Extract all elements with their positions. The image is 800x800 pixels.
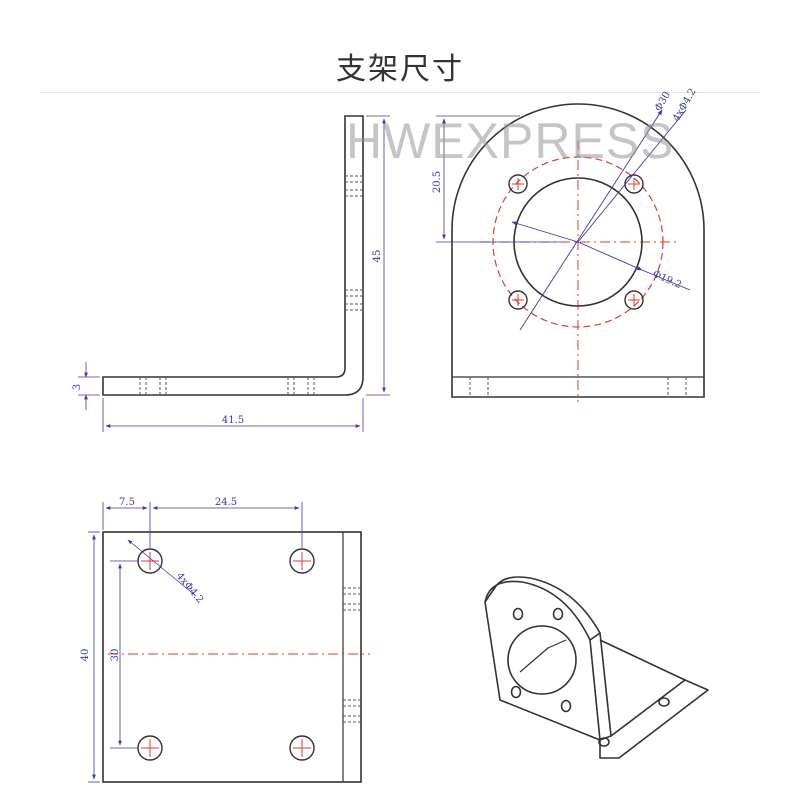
iso-upright-top-edge — [484, 576, 601, 641]
side-view-hidden-lines — [139, 175, 363, 395]
dim-length — [102, 398, 364, 432]
iso-bore-shaft — [519, 639, 567, 673]
top-view-mounting-holes — [137, 548, 315, 761]
front-view-outline — [451, 103, 705, 398]
dim-bore-label: Φ19.2 — [651, 269, 683, 291]
side-view: 3 45 41.5 — [72, 115, 390, 432]
isometric-view — [484, 576, 709, 759]
iso-bore — [507, 625, 577, 695]
title-divider — [40, 92, 760, 93]
iso-upright-back-edge — [599, 632, 612, 737]
dim-hole-spacing-y-label: 30 — [110, 649, 121, 662]
front-view-mounting-holes — [508, 174, 644, 310]
dim-length-label: 41.5 — [222, 415, 244, 426]
iso-base-inner-edge — [599, 639, 686, 681]
iso-base — [599, 679, 709, 759]
dim-bolt-circle-label: Φ30 — [653, 90, 673, 114]
top-view-hidden-lines — [343, 587, 361, 723]
iso-holes — [510, 607, 670, 747]
top-view-dimensions — [88, 502, 303, 783]
top-view: 7.5 24.5 30 40 4xΦ4.2 — [80, 497, 370, 783]
front-view: Φ30 4xΦ4.2 Φ19.2 20.5 — [432, 87, 705, 402]
dim-thickness — [78, 362, 100, 410]
dim-offset — [436, 115, 560, 243]
iso-upright-front — [484, 580, 601, 741]
dim-offset-label: 20.5 — [432, 171, 443, 193]
dim-height-label: 45 — [372, 250, 383, 263]
front-view-leaders — [511, 109, 691, 331]
dim-top-holes-label: 4xΦ4.2 — [174, 571, 206, 606]
brand-watermark: HWEXPRESS — [346, 113, 675, 169]
dim-height — [366, 115, 390, 396]
side-view-profile — [102, 115, 364, 396]
dim-width-label: 40 — [80, 649, 91, 662]
dim-holes-label: 4xΦ4.2 — [671, 87, 699, 124]
drawing-title: 支架尺寸 — [336, 52, 464, 87]
front-view-hidden-lines — [469, 377, 687, 397]
dim-hole-spacing-x-label: 24.5 — [215, 497, 237, 508]
dim-edge-offset-label: 7.5 — [119, 497, 135, 508]
top-view-outline — [102, 531, 362, 783]
dim-thickness-label: 3 — [72, 384, 83, 390]
